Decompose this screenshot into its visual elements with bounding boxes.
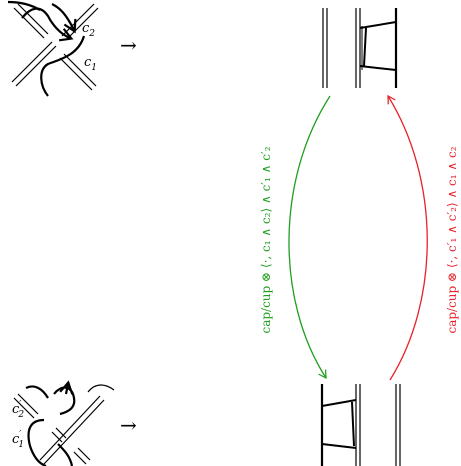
red-map-arrow — [387, 94, 428, 381]
bottom-knot-diagram: c′2 c′1 → — [12, 380, 137, 466]
label-c1: c1 — [84, 55, 97, 73]
top-thick-strands — [7, 0, 86, 97]
top-double-strand — [11, 3, 99, 91]
bottom-thick-strands — [25, 380, 76, 466]
label-c1-prime: c′1 — [12, 430, 24, 450]
bottom-maps-to-arrow: → — [120, 413, 137, 437]
top-right-state — [322, 8, 398, 88]
bottom-thin-strand — [87, 384, 115, 393]
top-maps-to-arrow: → — [120, 33, 137, 57]
bottom-double-strand — [13, 393, 105, 465]
top-knot-diagram: c2 c1 → — [7, 0, 137, 97]
red-arrow-label: cap/cup ⊗ ⟨·, c′₁ ∧ c′₂⟩ ∧ c₁ ∧ c₂ — [445, 146, 459, 333]
green-arrow-label: cap/cup ⊗ ⟨·, c₁ ∧ c₂⟩ ∧ c′₁ ∧ c′₂ — [259, 146, 273, 333]
green-map-arrow — [288, 95, 331, 380]
bottom-right-state — [320, 384, 401, 466]
label-c2-prime: c′2 — [12, 400, 24, 420]
label-c2: c2 — [82, 21, 95, 39]
